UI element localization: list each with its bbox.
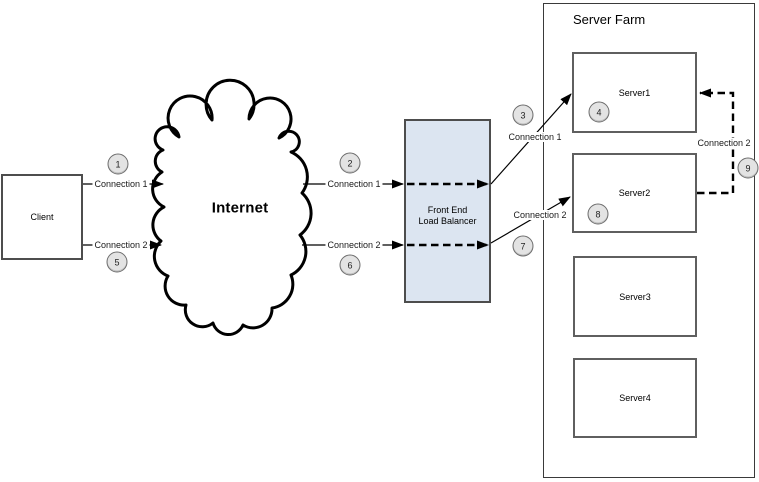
server-farm-title: Server Farm (573, 12, 646, 27)
conn2-client-label: Connection 2 (92, 240, 150, 250)
step-badge-6: 6 (339, 254, 361, 276)
conn1-lb-server1-label: Connection 1 (506, 132, 564, 142)
load-balancer-node: Front End Load Balancer (404, 119, 491, 303)
conn1-client-label: Connection 1 (92, 179, 150, 189)
server1-node: Server1 (572, 52, 697, 133)
internet-label: Internet (211, 199, 269, 217)
load-balancer-label-line2: Load Balancer (418, 216, 477, 226)
client-node: Client (1, 174, 83, 260)
server1-label: Server1 (618, 87, 651, 98)
step-badge-5: 5 (106, 251, 128, 273)
step-badge-9: 9 (737, 157, 759, 179)
conn2-lb-server2-label: Connection 2 (511, 210, 569, 220)
server2-label: Server2 (618, 188, 651, 198)
step-badge-4: 4 (588, 101, 610, 123)
step-badge-8: 8 (587, 203, 609, 225)
client-label: Client (30, 212, 54, 222)
step-badge-2: 2 (339, 152, 361, 174)
conn1-internet-label: Connection 1 (325, 179, 383, 189)
server4-label: Server4 (619, 393, 651, 403)
step-badge-1: 1 (107, 153, 129, 175)
server3-node: Server3 (573, 256, 697, 337)
step-badge-7: 7 (512, 235, 534, 257)
load-balancer-label: Front End Load Balancer (418, 205, 476, 227)
load-balancer-label-line1: Front End (427, 205, 468, 215)
conn2-server-redirect-label: Connection 2 (695, 138, 753, 148)
step-badge-3: 3 (512, 104, 534, 126)
conn2-internet-label: Connection 2 (325, 240, 383, 250)
server4-node: Server4 (573, 358, 697, 438)
server3-label: Server3 (619, 291, 651, 302)
